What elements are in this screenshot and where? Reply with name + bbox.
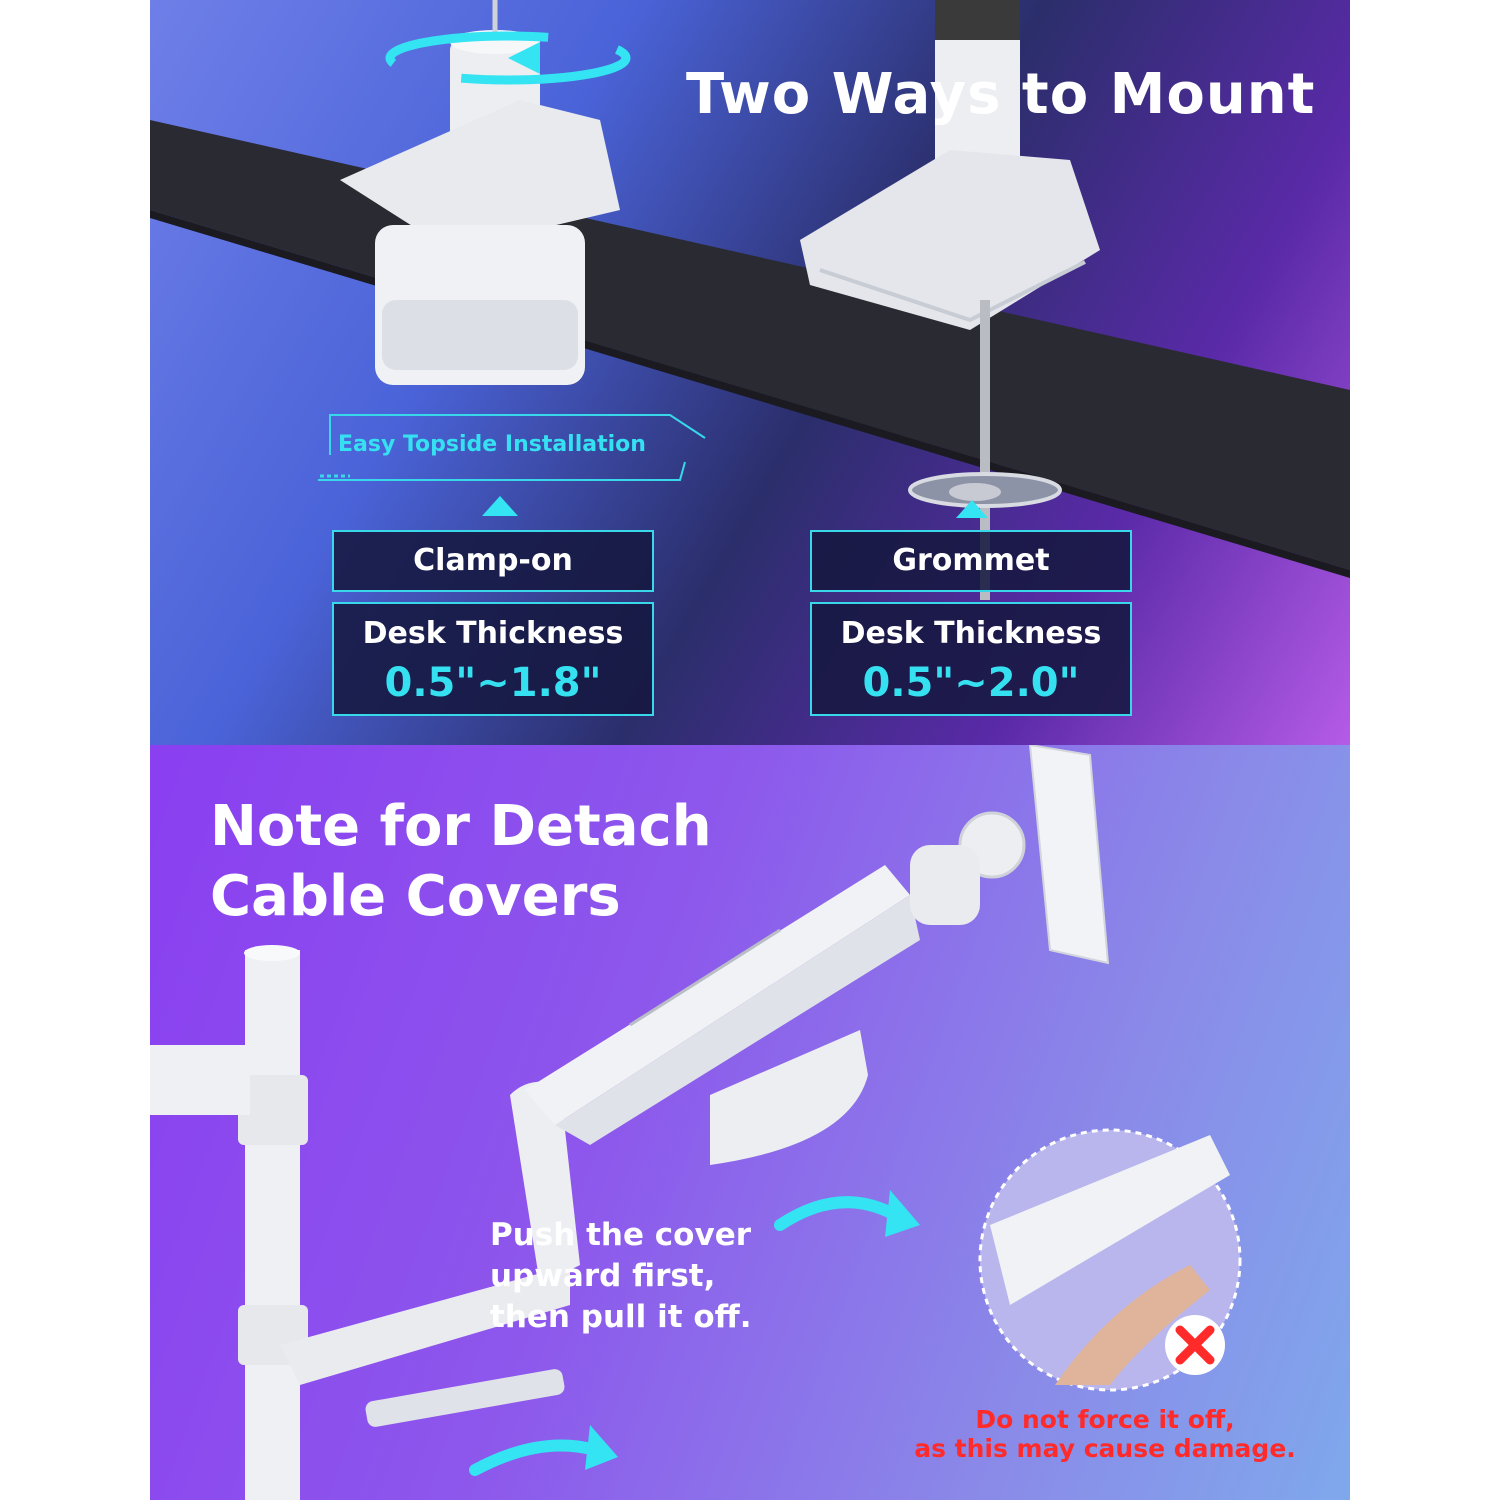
clamp-spec-box: Desk Thickness 0.5"~1.8" [332,602,654,716]
rotation-arrow-icon [385,31,631,85]
detach-title-line2: Cable Covers [210,864,621,929]
clamp-spec-label: Desk Thickness [362,616,624,651]
curved-arrow-lower-icon [469,1425,618,1476]
desk-slab [150,120,1350,570]
instruction-text: Push the cover upward first, then pull i… [490,1215,752,1338]
cable-cover-panel [150,745,1350,1500]
mount-options-panel: Two Ways to Mount Easy Topside Installat… [150,0,1350,745]
up-arrow-clamp-icon [482,496,518,516]
instruction-line3: then pull it off. [490,1299,752,1335]
left-margin [0,0,150,1500]
grommet-spec-box: Desk Thickness 0.5"~2.0" [810,602,1132,716]
detach-title-line1: Note for Detach [210,794,712,859]
grommet-mount [800,0,1100,600]
vesa-head [910,745,1110,965]
warning-line2: as this may cause damage. [914,1434,1296,1463]
lower-arm [280,1081,580,1427]
gas-spring-arm [525,865,920,1145]
clamp-name-box: Clamp-on [332,530,654,592]
curved-arrow-icon [774,1190,920,1237]
mount-illustration [150,0,1350,600]
clamp-spec-value: 0.5"~1.8" [384,660,602,706]
clamp-name: Clamp-on [413,543,573,578]
up-arrow-grommet-icon [956,500,988,518]
right-margin [1350,0,1500,1500]
instruction-line1: Push the cover [490,1217,752,1253]
grommet-name-box: Grommet [810,530,1132,592]
x-mark-icon [1165,1315,1225,1375]
warning-line1: Do not force it off, [975,1405,1235,1434]
mount-title: Two Ways to Mount [686,62,1316,127]
grommet-spec-label: Desk Thickness [840,616,1102,651]
clamp-mount [340,0,620,385]
grommet-spec-value: 0.5"~2.0" [862,660,1080,706]
grommet-name: Grommet [892,543,1050,578]
detached-cover [710,1030,868,1165]
arm-illustration [150,745,1242,1500]
instruction-line2: upward first, [490,1258,716,1294]
feature-label: Easy Topside Installation [338,432,646,457]
hud-frame [318,414,706,481]
detach-title: Note for Detach Cable Covers [210,792,712,932]
mount-pole [150,945,308,1500]
warning-text: Do not force it off, as this may cause d… [910,1405,1300,1463]
